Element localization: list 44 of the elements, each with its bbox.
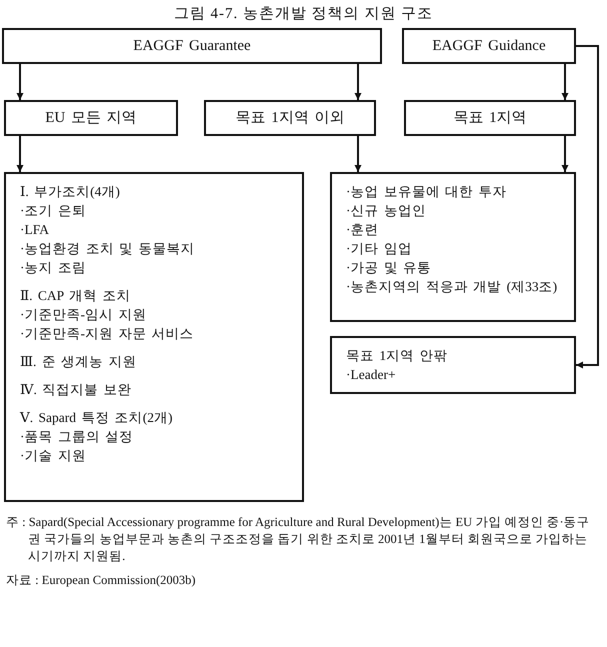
footnote: 주 : Sapard(Special Accessionary programme for Agriculture and Rural Development)는 EU 가입 예정인 중·동구권 국가들의 농업부문과 농촌의 구조조정을 돕기 위한 조치로 2001년 1월부터 회원국으로 가입하는 시기까지 지원됨.: [6, 514, 591, 565]
arrow: [354, 64, 362, 100]
content-box: [330, 336, 576, 394]
list-item: ·기술 지원: [20, 447, 86, 465]
box-label: EAGGF Guidance: [432, 37, 546, 55]
list-item: ·기타 임업: [346, 240, 412, 258]
process-box: [4, 100, 178, 136]
list-item: Ⅳ. 직접지불 보완: [20, 381, 132, 399]
list-item: Ⅱ. CAP 개혁 조치: [20, 287, 130, 305]
list-item: ·Leader+: [346, 366, 396, 384]
content-box: [330, 172, 576, 322]
list-item: ·기준만족-지원 자문 서비스: [20, 325, 194, 343]
arrow: [16, 136, 24, 172]
source-note: 자료 : European Commission(2003b): [6, 572, 197, 589]
content-box: [4, 172, 304, 502]
arrow: [562, 136, 568, 172]
arrow: [576, 45, 599, 368]
arrow: [354, 136, 362, 172]
process-box: [204, 100, 376, 136]
list-item: ·농촌지역의 적응과 개발 (제33조): [346, 278, 558, 296]
list-item: ·가공 및 유통: [346, 259, 432, 277]
list-item: ·농업 보유물에 대한 투자: [346, 183, 507, 201]
list-item: ·농업환경 조치 및 동물복지: [20, 240, 195, 258]
process-box: [402, 28, 576, 64]
box-label: 목표 1지역 이외: [236, 109, 344, 127]
list-item: ·신규 농업인: [346, 202, 426, 220]
list-item: Ⅲ. 준 생계농 지원: [20, 353, 137, 371]
list-item: ·기준만족-임시 지원: [20, 306, 146, 324]
process-box: [2, 28, 382, 64]
list-item: 목표 1지역 안팎: [346, 347, 448, 365]
arrow: [562, 64, 568, 100]
list-item: ·농지 조림: [20, 259, 86, 277]
list-item: ·품목 그룹의 설정: [20, 428, 134, 446]
figure-title: 그림 4-7. 농촌개발 정책의 지원 구조: [172, 5, 434, 23]
list-item: ·LFA: [20, 221, 49, 239]
list-item: Ⅰ. 부가조치(4개): [20, 183, 120, 201]
box-label: 목표 1지역: [453, 109, 527, 127]
box-label: EU 모든 지역: [45, 109, 137, 127]
list-item: ·조기 은퇴: [20, 202, 86, 220]
box-label: EAGGF Guarantee: [133, 37, 251, 55]
list-item: Ⅴ. Sapard 특정 조치(2개): [20, 409, 172, 427]
process-box: [404, 100, 576, 136]
arrow: [16, 64, 24, 100]
list-item: ·훈련: [346, 221, 378, 239]
